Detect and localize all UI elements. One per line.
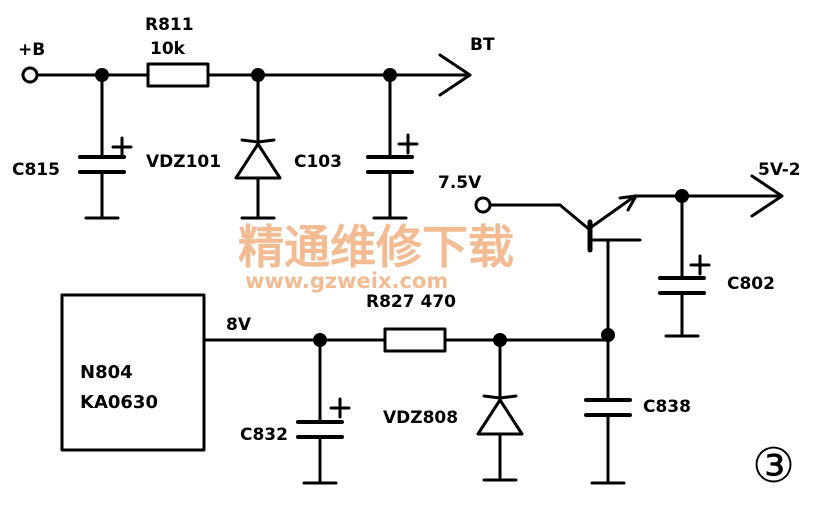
label-r811-name: R811 — [145, 15, 194, 35]
label-ka0630: KA0630 — [80, 392, 158, 413]
label-vdz101: VDZ101 — [146, 152, 221, 172]
watermark-title: 精通维修下载 — [238, 220, 514, 274]
r827-resistor — [383, 327, 447, 353]
label-c802: C802 — [727, 274, 775, 294]
label-c832: C832 — [240, 425, 288, 445]
bottom-junctions — [313, 328, 615, 347]
label-c103: C103 — [294, 152, 342, 172]
transistor-q — [488, 194, 684, 337]
watermark-url: www.gzweix.com — [245, 269, 448, 293]
label-7-5v: 7.5V — [438, 173, 482, 193]
r811-resistor — [146, 62, 210, 88]
label-bt: BT — [470, 35, 495, 55]
c815-capacitor — [78, 73, 133, 220]
label-vdz808: VDZ808 — [383, 408, 458, 428]
n804-ic — [60, 293, 206, 452]
label-r811-value: 10k — [150, 39, 186, 59]
label-plus-b: +B — [18, 40, 45, 60]
c802-capacitor — [658, 194, 711, 338]
bt-arrow — [438, 53, 472, 97]
label-r827: R827 470 — [366, 292, 456, 312]
label-c838: C838 — [643, 397, 691, 417]
c838-capacitor — [584, 333, 632, 485]
plus-b-terminal — [21, 66, 39, 84]
figure-number: ③ — [752, 438, 795, 494]
label-8v: 8V — [226, 315, 252, 335]
c103-capacitor — [366, 73, 419, 220]
v75-terminal — [474, 196, 492, 214]
vdz808-zener — [476, 338, 524, 482]
c832-capacitor — [296, 338, 351, 485]
label-n804: N804 — [80, 362, 133, 383]
vdz101-zener — [234, 73, 282, 220]
label-5v-2: 5V-2 — [758, 160, 801, 180]
out-5v-arrow — [750, 174, 784, 218]
label-c815: C815 — [12, 160, 60, 180]
